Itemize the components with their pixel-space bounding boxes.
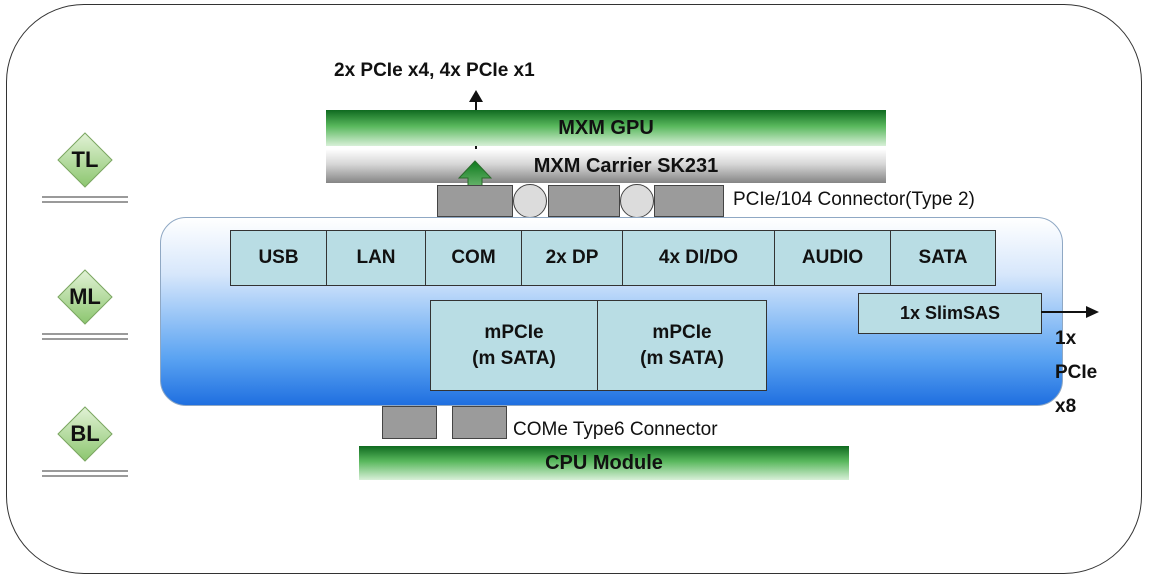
layer-label: ML [69,284,101,309]
slimsas-annotation-line: x8 [1055,396,1077,417]
layer-lines-bl [42,470,128,482]
cpu-module-label: CPU Module [545,451,663,474]
pcie104-connector-block [654,185,724,217]
io-usb: USB [230,230,327,286]
mxm-gpu-label: MXM GPU [558,116,654,139]
slimsas-annotation-line: PCIe [1055,362,1098,383]
mpcie-slot-2: mPCIe (m SATA) [597,300,767,391]
top-annotation: 2x PCIe x4, 4x PCIe x1 [334,60,535,81]
pcie104-connector-pin [513,184,547,218]
come-connector-label: COMe Type6 Connector [513,419,718,440]
mpcie-line1: mPCIe [652,321,712,343]
mxm-carrier-bar: MXM Carrier SK231 [326,149,886,183]
io-com: COM [425,230,522,286]
layer-ml: ML [40,269,130,329]
layer-lines-ml [42,333,128,345]
layer-tl: TL [40,132,130,192]
mpcie-line2: (m SATA) [472,347,556,369]
layer-label: BL [70,421,100,446]
come-connector-block [382,406,437,439]
layer-bl: BL [40,406,130,466]
pcie104-connector-block [437,185,513,217]
cpu-module-bar: CPU Module [359,446,849,480]
io-dp: 2x DP [521,230,623,286]
slimsas-annotation-line: 1x [1055,328,1077,349]
mpcie-slot-1: mPCIe (m SATA) [430,300,598,391]
pcie104-connector-label: PCIe/104 Connector(Type 2) [733,189,975,210]
layer-lines-tl [42,196,128,208]
io-dido: 4x DI/DO [622,230,775,286]
mpcie-line2: (m SATA) [640,347,724,369]
mpcie-line1: mPCIe [484,321,544,343]
diamond-shape [57,132,113,188]
come-connector-block [452,406,507,439]
io-audio: AUDIO [774,230,891,286]
pcie104-connector-block [548,185,620,217]
diamond-shape [57,269,113,325]
slimsas-annotation: 1x PCIe x8 [1055,322,1097,424]
diamond-shape [57,406,113,462]
layer-label: TL [71,147,99,172]
io-sata: SATA [890,230,996,286]
slimsas-right-arrow [1041,306,1099,318]
io-lan: LAN [326,230,426,286]
mxm-gpu-bar: MXM GPU [326,110,886,146]
mxm-carrier-label: MXM Carrier SK231 [533,154,719,177]
slimsas-block: 1x SlimSAS [858,293,1042,334]
pcie104-connector-pin [620,184,654,218]
